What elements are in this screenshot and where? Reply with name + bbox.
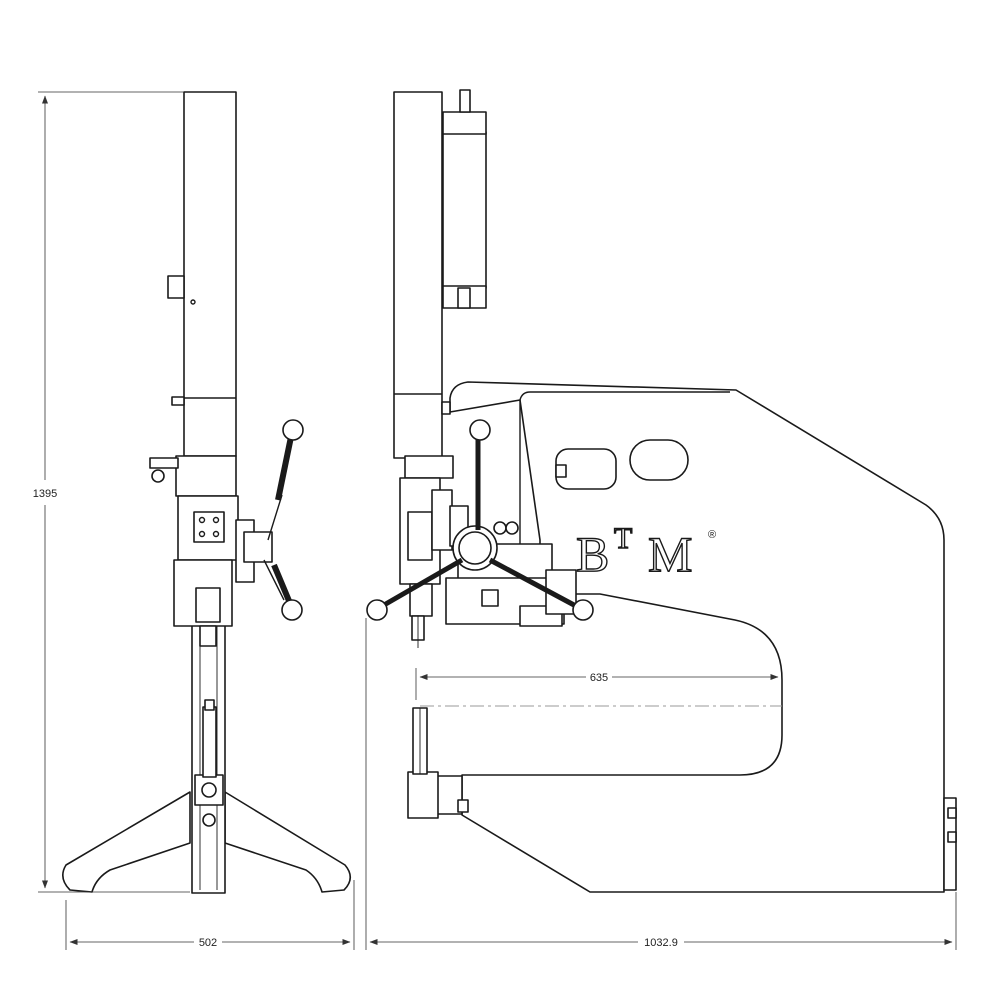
side-view-cylinder-housing	[393, 91, 443, 459]
dimension-base-width: 502	[65, 880, 355, 950]
front-view-tripod-base-right	[224, 791, 352, 893]
overall-height-label: 1395	[33, 488, 57, 500]
logo-registered-mark: ®	[708, 529, 716, 541]
base-width-label: 502	[199, 937, 217, 949]
side-view-handle-hub	[458, 531, 492, 565]
front-view	[62, 91, 352, 894]
side-view-handle-left	[382, 557, 464, 608]
front-view-tripod-base	[62, 791, 191, 893]
throat-depth-label: 635	[590, 672, 608, 684]
logo-letter-m: M	[648, 526, 692, 582]
btm-logo: B T M ®	[575, 521, 716, 582]
front-view-handle-knob-bottom	[281, 599, 303, 621]
front-view-handle-knob-top	[282, 419, 304, 441]
side-view-handle-right	[488, 557, 576, 608]
front-view-handle	[275, 431, 295, 501]
side-view	[366, 89, 957, 893]
overall-depth-label: 1032.9	[644, 937, 678, 949]
dimension-height: 1395	[33, 91, 190, 893]
side-view-frame-slot-right	[629, 439, 689, 481]
side-view-handle-knob-right	[572, 599, 594, 621]
side-view-pneumatic-unit	[442, 131, 487, 289]
side-view-c-frame	[449, 381, 945, 893]
side-view-handle-knob-left	[366, 599, 388, 621]
dimension-throat-depth: 635	[415, 668, 782, 707]
logo-letter-b: B	[576, 526, 609, 582]
logo-letter-t: T	[614, 522, 632, 555]
front-view-cylinder-housing	[183, 91, 237, 457]
dimension-overall-depth: 1032.9	[365, 618, 957, 950]
